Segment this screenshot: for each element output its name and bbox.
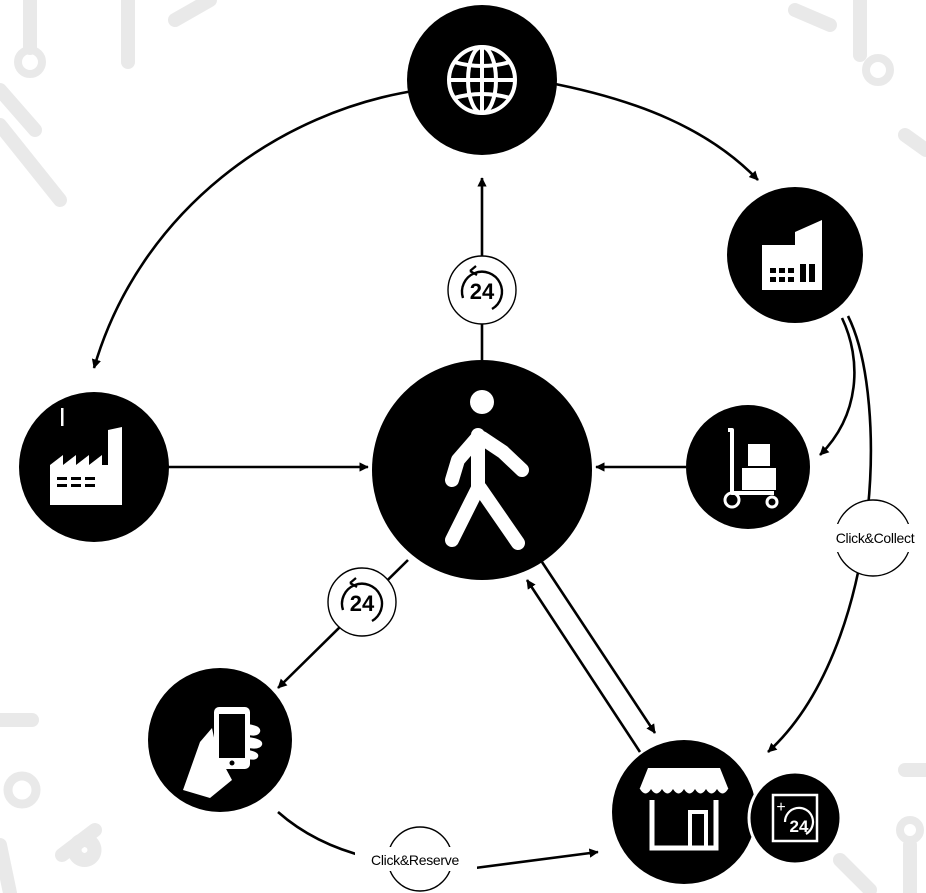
badge-24-top-number: 24 [470, 279, 495, 304]
node-customer [372, 360, 592, 580]
walking-person-icon [445, 390, 529, 550]
hand-smartphone-icon [183, 707, 263, 798]
node-web [407, 5, 557, 155]
arrow-web-to-warehouse [544, 80, 759, 181]
badge-24-left: 24 [327, 567, 397, 637]
arrow-web-to-factory [91, 88, 421, 369]
node-mobile [148, 668, 292, 812]
arrow-warehouse-to-delivery [819, 317, 856, 456]
factory-icon [50, 408, 122, 505]
warehouse-icon [762, 220, 822, 290]
store-badge-number: 24 [790, 817, 809, 836]
badge-24-left-number: 24 [350, 591, 375, 616]
node-factory [19, 392, 169, 542]
node-warehouse [727, 187, 863, 323]
click-reserve-label-group: Click&Reserve [355, 826, 477, 892]
click-reserve-label: Click&Reserve [371, 852, 459, 868]
click-collect-label: Click&Collect [836, 530, 915, 546]
calendar-plus-24-icon: + 24 [771, 793, 819, 843]
globe-icon [447, 45, 517, 115]
arrow-store-to-customer [525, 579, 642, 753]
clock-24-icon [460, 265, 504, 311]
store-badge-plus: + [776, 799, 785, 816]
clock-24-icon [340, 577, 384, 623]
node-store-badge: + 24 [747, 770, 843, 866]
badge-24-top: 24 [447, 255, 517, 325]
node-delivery [686, 405, 810, 529]
click-collect-label-group: Click&Collect [820, 499, 926, 577]
hand-truck-icon [723, 428, 779, 509]
node-store [612, 740, 756, 884]
arrow-customer-to-store [540, 561, 657, 734]
storefront-icon [639, 768, 729, 851]
